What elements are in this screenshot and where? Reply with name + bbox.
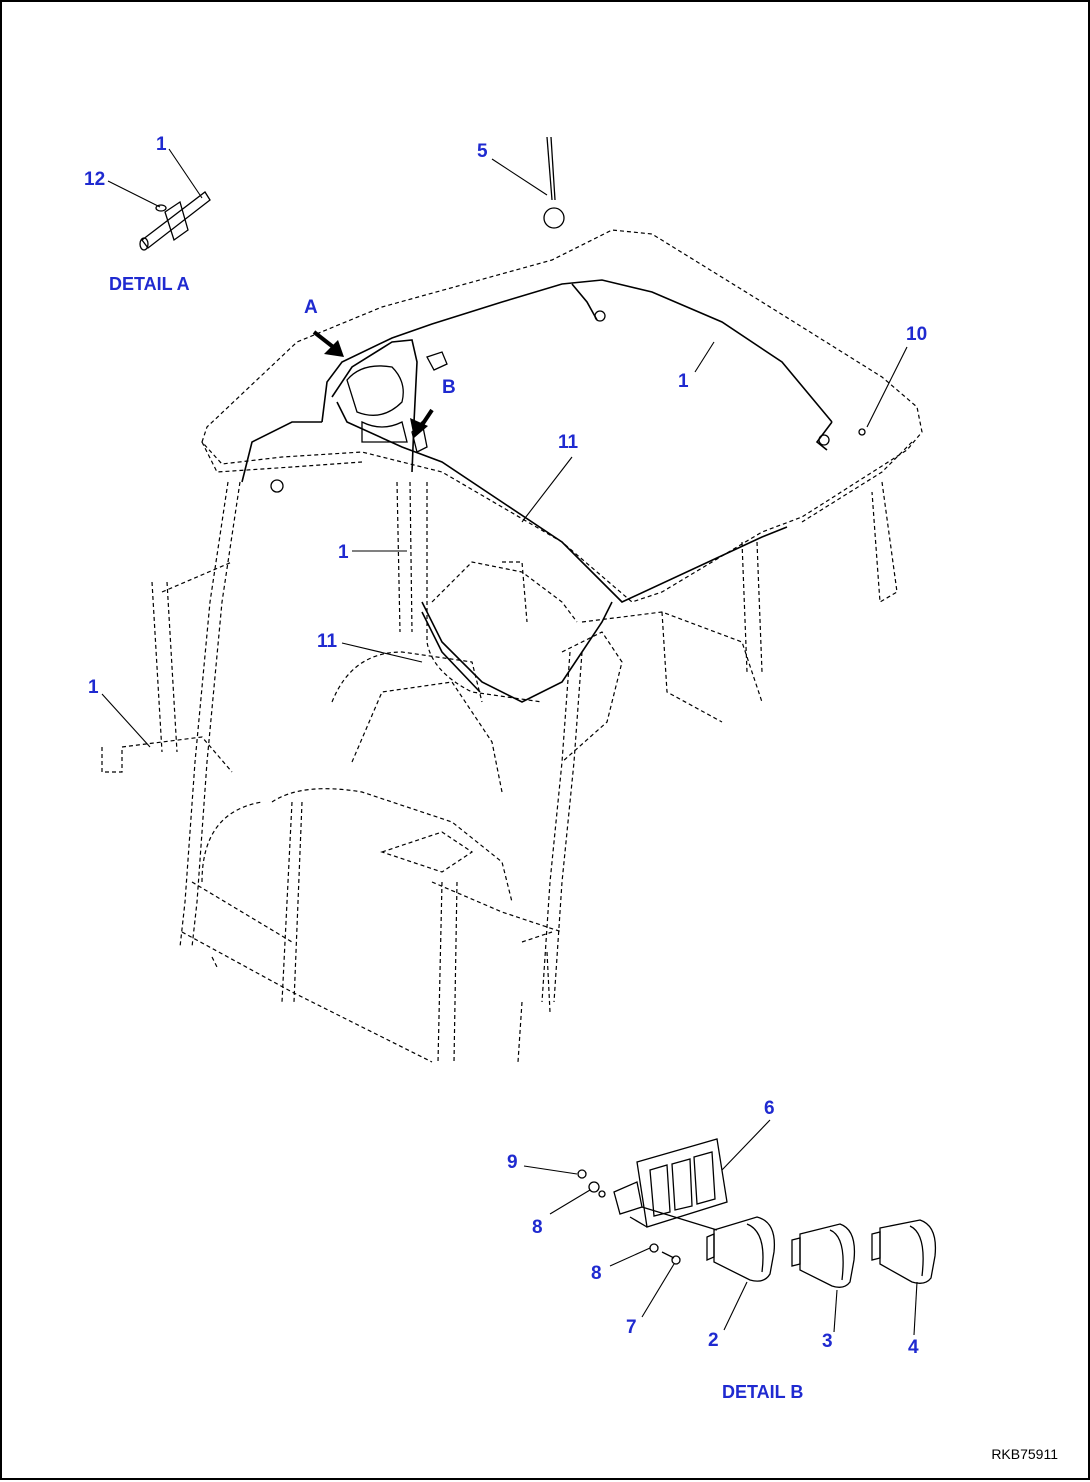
antenna — [491, 136, 565, 229]
main-label-10: 10 — [906, 324, 928, 345]
main-label-1-left: 1 — [88, 677, 99, 698]
detail-b-label-4: 4 — [908, 1337, 919, 1358]
leader-lines — [101, 341, 908, 748]
detail-b-label-2: 2 — [708, 1330, 719, 1351]
arrow-b — [410, 408, 434, 438]
cab-frame — [101, 481, 898, 1063]
main-label-5: 5 — [477, 141, 488, 162]
main-label-1-pillar: 1 — [338, 542, 349, 563]
detail-b-label-8-lower: 8 — [591, 1263, 602, 1284]
cab-harness-lower — [421, 601, 613, 703]
detail-b-label-8-upper: 8 — [532, 1217, 543, 1238]
detail-b-label-3: 3 — [822, 1331, 833, 1352]
detail-b-title: DETAIL B — [722, 1382, 804, 1402]
main-label-11-upper: 11 — [558, 432, 579, 453]
detail-b-label-9: 9 — [507, 1152, 518, 1173]
detail-a-label-1: 1 — [156, 134, 167, 155]
drawing-code: RKB75911 — [991, 1446, 1058, 1462]
arrow-a — [312, 330, 344, 357]
cab-roof — [201, 229, 923, 603]
detail-b-label-6: 6 — [764, 1098, 775, 1119]
detail-b-parts — [523, 1119, 937, 1336]
main-label-11-lower: 11 — [317, 631, 338, 652]
detail-a-harness — [107, 148, 211, 251]
harness-loop — [331, 339, 788, 603]
detail-a-label-12: 12 — [84, 169, 106, 190]
detail-b-label-7: 7 — [626, 1317, 637, 1338]
roof-harness — [241, 279, 866, 493]
main-label-1-roof: 1 — [678, 371, 689, 392]
main-label-a: A — [304, 297, 318, 318]
main-label-b: B — [442, 377, 456, 398]
detail-a-title: DETAIL A — [109, 274, 190, 294]
